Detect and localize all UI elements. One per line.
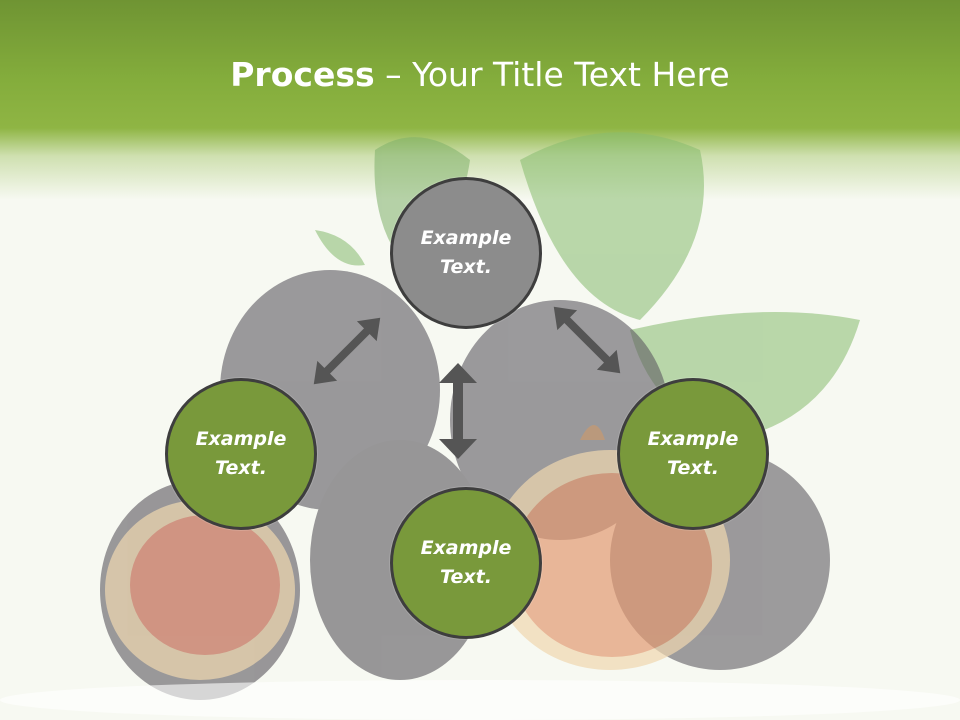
node-text-right: Example Text. (647, 428, 739, 479)
title-banner (0, 0, 960, 200)
double-headed-arrow-icon (313, 306, 621, 459)
node-text-left: Example Text. (195, 428, 287, 479)
process-node-left: Example Text. (165, 378, 317, 530)
arrow-top-left (313, 317, 381, 385)
process-node-right: Example Text. (617, 378, 769, 530)
title-bold: Process (230, 55, 375, 94)
process-node-top: Example Text. (390, 177, 542, 329)
node-text-bottom: Example Text. (420, 537, 512, 588)
slide-title: Process – Your Title Text Here (0, 52, 960, 98)
node-text-top: Example Text. (420, 227, 512, 278)
arrow-vertical (439, 363, 477, 459)
title-rest: – Your Title Text Here (374, 55, 730, 94)
process-node-bottom: Example Text. (390, 487, 542, 639)
arrow-top-right (553, 306, 621, 374)
